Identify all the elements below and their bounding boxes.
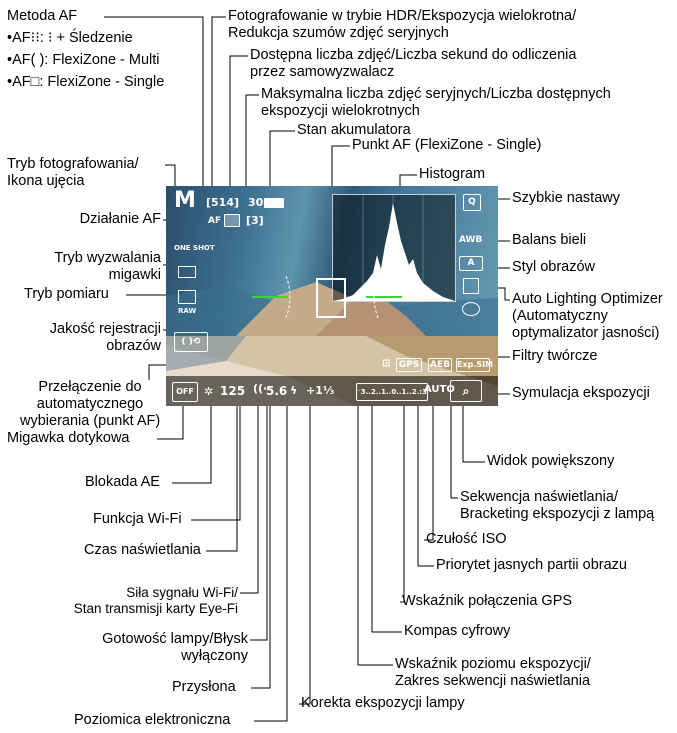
- label-styl-obrazow: Styl obrazów: [512, 259, 596, 275]
- label-alo-2: (Automatyczny: [512, 308, 608, 324]
- exposure-simulation: Exp.SIM: [456, 358, 493, 372]
- image-quality: RAW: [178, 307, 197, 315]
- exposure-level-scale: ⁻3..2..1..0..1..2.:3: [356, 383, 428, 401]
- touch-shutter-button[interactable]: OFF: [172, 382, 198, 402]
- label-af-multi: •AF( ): FlexiZone - Multi: [7, 52, 160, 68]
- label-blokada-ae: Blokada AE: [85, 474, 160, 490]
- drive-mode-icon: [178, 266, 196, 278]
- label-gotowosc-1: Gotowość lampy/Błysk: [102, 631, 248, 647]
- label-wskaznik-1: Wskaźnik poziomu ekspozycji/: [395, 656, 591, 672]
- label-czulosc: Czułość ISO: [426, 531, 507, 547]
- aeb-indicator: AEB: [428, 358, 452, 372]
- flash-comp-value: +1⅓: [306, 384, 335, 397]
- label-balans-bieli: Balans bieli: [512, 232, 587, 248]
- label-dzialanie-af: Działanie AF: [79, 211, 161, 227]
- label-jakosc-2: obrazów: [106, 338, 161, 354]
- label-dostepna-1: Dostępna liczba zdjęć/Liczba sekund do o…: [250, 47, 577, 63]
- label-symulacja: Symulacja ekspozycji: [512, 385, 650, 401]
- label-metoda-af: Metoda AF: [7, 8, 78, 24]
- label-af-face: •AF⁝⁝: ⁝ + Śledzenie: [7, 30, 133, 46]
- digital-compass-icon: ⊡: [382, 358, 391, 369]
- af-switch-button[interactable]: ( )⟲: [174, 332, 208, 352]
- label-sekw-2: Bracketing ekspozycji z lampą: [460, 506, 655, 522]
- max-burst: [3]: [246, 214, 264, 227]
- timer-seconds: 30: [248, 196, 264, 209]
- wifi-signal-icon: ((·: [253, 382, 268, 395]
- label-histogram: Histogram: [419, 166, 486, 182]
- label-alo-1: Auto Lighting Optimizer: [512, 291, 663, 307]
- histogram-graph: [333, 195, 455, 301]
- label-korekta: Korekta ekspozycji lampy: [301, 695, 465, 711]
- aperture: 5.6: [266, 384, 288, 398]
- label-punkt-af: Punkt AF (FlexiZone - Single): [352, 137, 542, 153]
- label-tryb-fot-1: Tryb fotografowania/: [7, 156, 139, 172]
- label-tryb-wyzw-2: migawki: [108, 267, 161, 283]
- label-af-single: •AF□: FlexiZone - Single: [7, 74, 165, 90]
- label-czas: Czas naświetlania: [84, 542, 201, 558]
- electronic-level: [252, 296, 288, 298]
- white-balance-icon: AWB: [459, 235, 483, 245]
- iso-value: AUTO: [424, 384, 455, 395]
- label-migawka-dotykowa: Migawka dotykowa: [7, 430, 130, 446]
- af-method-icon: AF: [208, 216, 222, 226]
- shooting-mode: M: [174, 188, 196, 213]
- label-stan-akumulatora: Stan akumulatora: [297, 122, 411, 138]
- metering-icon: [178, 290, 196, 304]
- label-jakosc-1: Jakość rejestracji: [49, 321, 161, 337]
- picture-style-icon: A: [459, 256, 483, 271]
- bottom-info-bar: [166, 376, 498, 406]
- label-priorytet: Priorytet jasnych partii obrazu: [436, 557, 627, 573]
- flash-ready-icon: ϟ: [290, 384, 298, 397]
- shutter-speed: 125: [220, 384, 246, 398]
- auto-lighting-icon: [463, 278, 479, 294]
- label-przyslona: Przysłona: [172, 679, 236, 695]
- label-dostepna-2: przez samowyzwalacz: [250, 64, 395, 80]
- label-widok-powiekszony: Widok powiększony: [487, 453, 615, 469]
- label-tryb-wyzw-1: Tryb wyzwalania: [54, 250, 161, 266]
- label-hdr-1: Fotografowanie w trybie HDR/Ekspozycja w…: [228, 8, 577, 24]
- label-tryb-pomiaru: Tryb pomiaru: [24, 286, 109, 302]
- hdr-icon: [224, 214, 240, 227]
- label-maks-2: ekspozycji wielokrotnych: [261, 103, 420, 119]
- label-tryb-fot-2: Ikona ujęcia: [7, 173, 85, 189]
- quick-control-button[interactable]: Q: [463, 194, 481, 211]
- creative-filter-icon: [462, 302, 480, 316]
- label-wifi: Funkcja Wi-Fi: [93, 511, 182, 527]
- label-gps: Wskaźnik połączenia GPS: [402, 593, 573, 609]
- label-przel-1: Przełączenie do: [38, 379, 142, 395]
- label-sila-1: Siła sygnału Wi-Fi/: [126, 585, 238, 600]
- af-operation: ONE SHOT: [174, 244, 215, 252]
- label-kompas: Kompas cyfrowy: [404, 623, 511, 639]
- magnify-button[interactable]: ⌕: [450, 380, 482, 402]
- af-point-frame: [316, 278, 346, 318]
- histogram-panel: [332, 194, 456, 302]
- label-wskaznik-2: Zakres sekwencji naświetlania: [395, 673, 591, 689]
- label-hdr-2: Redukcja szumów zdjęć seryjnych: [228, 25, 449, 41]
- level-arc: [285, 275, 379, 319]
- ae-lock-icon: ✲: [204, 385, 214, 398]
- shots-remaining: [514]: [206, 196, 240, 209]
- label-poziomica: Poziomica elektroniczna: [74, 712, 231, 728]
- label-przel-3: wybierania (punkt AF): [20, 413, 161, 429]
- battery-icon: [264, 198, 284, 208]
- label-alo-3: optymalizator jasności): [512, 325, 660, 341]
- label-sila-2: Stan transmisji karty Eye-Fi: [73, 601, 238, 616]
- label-szybkie-nastawy: Szybkie nastawy: [512, 190, 620, 206]
- gps-indicator: GPS: [396, 358, 422, 372]
- label-maks-1: Maksymalna liczba zdjęć seryjnych/Liczba…: [261, 86, 611, 102]
- label-sekw-1: Sekwencja naświetlania/: [460, 489, 618, 505]
- electronic-level-right: [366, 296, 402, 298]
- label-gotowosc-2: wyłączony: [181, 648, 248, 664]
- label-filtry: Filtry twórcze: [512, 348, 598, 364]
- live-view-screen: M [514] 30 AF [3] ONE SHOT RAW ( )⟲ Q AW…: [166, 186, 498, 406]
- label-przel-2: automatycznego: [36, 396, 144, 412]
